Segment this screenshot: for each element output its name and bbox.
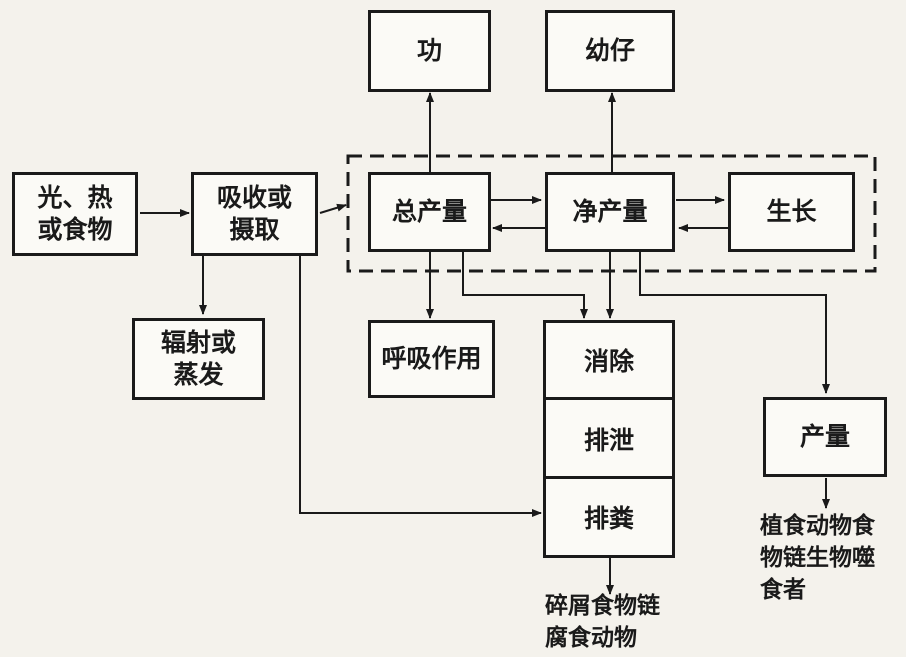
gross-production-box: 总产量 bbox=[368, 172, 491, 252]
source-label-line1: 光、热 bbox=[37, 182, 113, 212]
work-label: 功 bbox=[416, 35, 442, 65]
respiration-box: 呼吸作用 bbox=[368, 320, 495, 398]
grazing-line1: 植食动物食 bbox=[760, 513, 875, 539]
arrow-intake-to-egestion bbox=[299, 256, 542, 517]
stack-divider-1 bbox=[543, 397, 675, 400]
intake-label-line1: 吸收或 bbox=[216, 182, 292, 212]
net-production-box: 净产量 bbox=[545, 172, 675, 252]
source-box: 光、热 或食物 bbox=[12, 172, 138, 256]
grazing-line3: 食者 bbox=[760, 577, 806, 604]
detritus-note: 碎屑食物链 腐食动物 bbox=[545, 590, 660, 654]
elimination-cell: 消除 bbox=[545, 320, 673, 400]
young-box: 幼仔 bbox=[545, 10, 675, 92]
radiation-box: 辐射或 蒸发 bbox=[132, 318, 265, 400]
radiation-label-line2: 蒸发 bbox=[173, 360, 224, 389]
elimination-label: 消除 bbox=[583, 347, 634, 376]
gross-production-label: 总产量 bbox=[391, 196, 467, 226]
arrow-net-to-production bbox=[639, 252, 830, 394]
grazing-line2: 物链生物噬 bbox=[760, 545, 875, 572]
production-label: 产量 bbox=[799, 421, 850, 451]
growth-box: 生长 bbox=[728, 172, 855, 252]
work-box: 功 bbox=[368, 10, 491, 92]
grazing-note: 植食动物食 物链生物噬 食者 bbox=[760, 510, 875, 607]
respiration-label: 呼吸作用 bbox=[381, 343, 482, 373]
stack-divider-2 bbox=[543, 476, 675, 479]
radiation-label-line1: 辐射或 bbox=[160, 327, 236, 357]
detritus-line2: 腐食动物 bbox=[545, 625, 637, 652]
excretion-cell: 排泄 bbox=[545, 399, 673, 479]
detritus-line1: 碎屑食物链 bbox=[545, 593, 660, 619]
production-box: 产量 bbox=[763, 397, 887, 477]
arrow-intake-to-gross bbox=[319, 203, 347, 214]
intake-box: 吸收或 摄取 bbox=[191, 172, 318, 256]
production-dashed-frame bbox=[346, 154, 877, 273]
intake-label-line2: 摄取 bbox=[229, 215, 280, 244]
excretion-label: 排泄 bbox=[583, 426, 634, 455]
arrow-gross-to-elimination bbox=[462, 252, 588, 319]
egestion-label: 排粪 bbox=[583, 504, 634, 533]
elimination-stack bbox=[543, 320, 675, 558]
growth-label: 生长 bbox=[766, 196, 817, 226]
net-production-label: 净产量 bbox=[572, 196, 648, 226]
young-label: 幼仔 bbox=[584, 35, 635, 65]
source-label-line2: 或食物 bbox=[37, 215, 113, 244]
egestion-cell: 排粪 bbox=[545, 477, 673, 557]
